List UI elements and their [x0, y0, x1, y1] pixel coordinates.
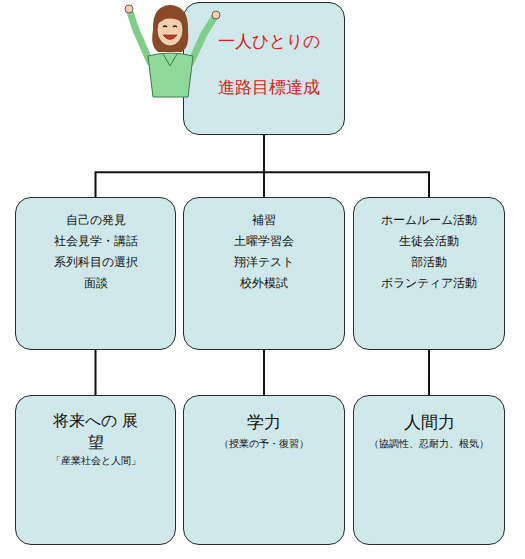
- goal-box: 一人ひとりの 進路目標達成: [183, 2, 345, 135]
- tree-connector: [263, 350, 265, 395]
- node-line: 部活動: [360, 252, 498, 273]
- collar: [163, 54, 177, 66]
- node-heading: 一人ひとりの 進路目標達成: [218, 19, 330, 111]
- outcome-box: 学力（授業の予・復習）: [183, 395, 345, 545]
- node-line: 「産業社会と人間」: [22, 453, 169, 469]
- fringe: [157, 12, 184, 24]
- node-line: （協調性、忍耐力、根気）: [360, 436, 498, 452]
- tree-connector: [264, 135, 429, 197]
- face: [157, 14, 183, 46]
- node-heading: ホームルーム活動: [360, 210, 498, 231]
- activity-box: 自己の発見社会見学・講話系列科目の選択面談: [15, 197, 176, 350]
- woman-figure: [125, 5, 220, 97]
- node-line: 社会見学・講話: [22, 231, 169, 252]
- activity-box: 補習土曜学習会翔洋テスト校外模試: [183, 197, 345, 350]
- node-heading: 自己の発見: [22, 210, 169, 231]
- node-line: 翔洋テスト: [190, 252, 338, 273]
- node-line: 土曜学習会: [190, 231, 338, 252]
- eye: [173, 26, 177, 27]
- activity-box: ホームルーム活動生徒会活動部活動ボランティア活動: [353, 197, 505, 350]
- node-line: ボランティア活動: [360, 273, 498, 294]
- outcome-box: 将来への 展望「産業社会と人間」: [15, 395, 176, 545]
- node-line: 系列科目の選択: [22, 252, 169, 273]
- tree-connector: [96, 135, 265, 197]
- hand: [125, 5, 133, 13]
- node-heading: 人間力: [360, 410, 498, 436]
- hair: [152, 5, 188, 52]
- node-heading: 補習: [190, 210, 338, 231]
- node-line: （授業の予・復習）: [190, 436, 338, 452]
- node-heading: 学力: [190, 410, 338, 436]
- node-line: 生徒会活動: [360, 231, 498, 252]
- hand: [212, 11, 220, 19]
- right-arm: [191, 18, 214, 62]
- node-line: 面談: [22, 273, 169, 294]
- left-arm: [130, 12, 150, 62]
- outcome-box: 人間力（協調性、忍耐力、根気）: [353, 395, 505, 545]
- mouth: [163, 35, 177, 40]
- eye: [163, 26, 167, 27]
- tree-connector: [428, 350, 430, 395]
- node-line: 校外模試: [190, 273, 338, 294]
- tree-connector: [95, 350, 97, 395]
- shirt: [148, 53, 193, 97]
- node-heading: 将来への 展望: [51, 410, 141, 453]
